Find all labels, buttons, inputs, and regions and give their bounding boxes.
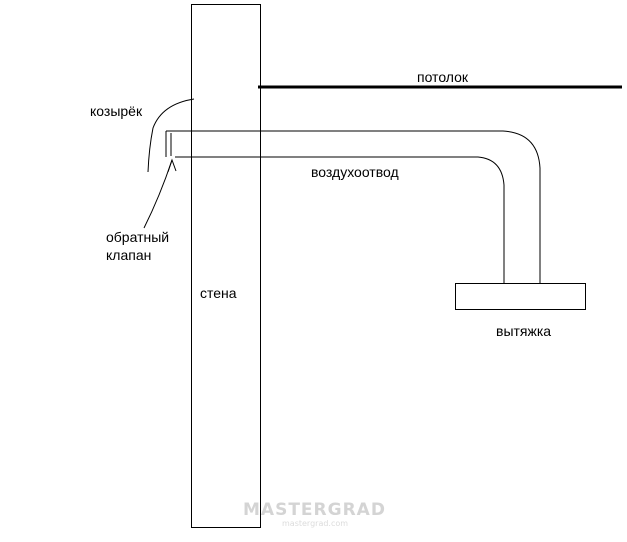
watermark-logo: MASTERGRAD — [243, 500, 386, 520]
check-valve-arrowhead — [167, 158, 177, 173]
visor-curve — [147, 98, 195, 173]
duct-upper-line — [166, 130, 541, 283]
wall-rectangle — [191, 4, 261, 528]
ceiling-label: потолок — [417, 69, 469, 85]
check-valve-label-line1: обратный — [106, 229, 170, 245]
wall-label: стена — [200, 285, 237, 301]
watermark-subtext: mastergrad.com — [282, 519, 349, 528]
duct-lower-line — [175, 156, 505, 283]
check-valve-label-line2: клапан — [106, 247, 152, 263]
hood-label: вытяжка — [496, 323, 552, 339]
duct-label: воздухоотвод — [311, 164, 399, 180]
visor-label: козырёк — [90, 103, 143, 119]
hood-rectangle — [455, 283, 586, 310]
